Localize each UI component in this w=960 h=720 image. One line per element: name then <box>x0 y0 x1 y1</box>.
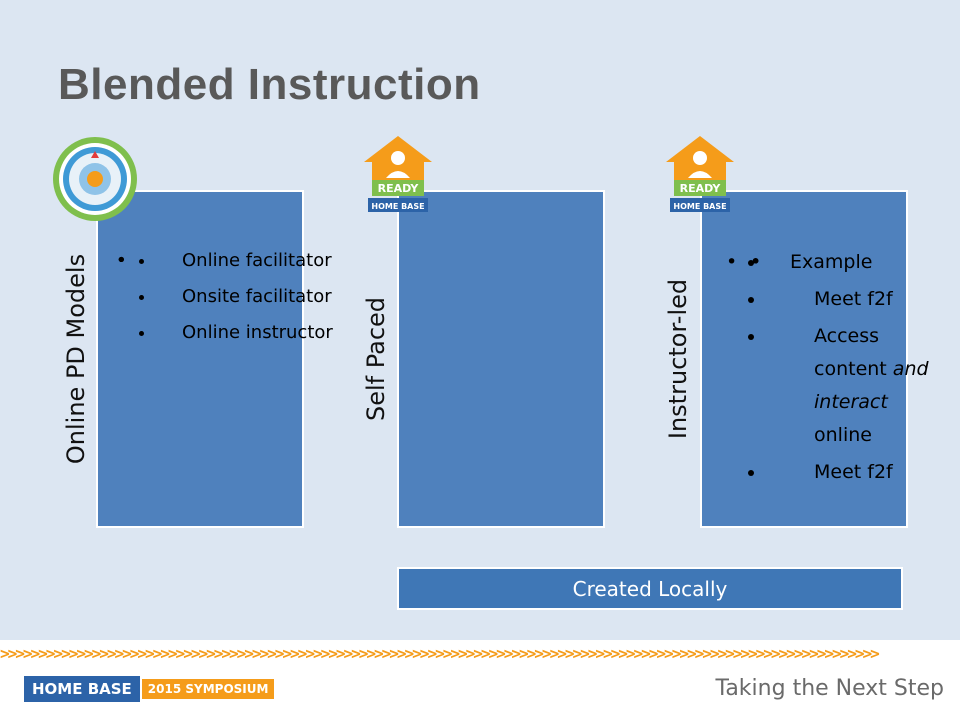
footer: >>>>>>>>>>>>>>>>>>>>>>>>>>>>>>>>>>>>>>>>… <box>0 640 960 720</box>
subitem-text: online <box>814 424 872 446</box>
column-label-text: Self Paced <box>362 296 391 422</box>
bullet-list-online-pd-models: Online facilitator Onsite facilitator On… <box>116 246 336 354</box>
subitem-text: Access content <box>814 325 887 380</box>
svg-text:READY: READY <box>680 182 722 195</box>
column-label-text: Online PD Models <box>62 253 90 465</box>
list-item: Online facilitator <box>156 246 336 276</box>
seal-logo-icon <box>53 137 137 221</box>
panel-self-paced <box>397 190 605 528</box>
bullet-list-instructor-led: Example Meet f2f Access content and inte… <box>726 246 936 489</box>
panel-online-pd-models <box>96 190 304 528</box>
svg-text:READY: READY <box>378 182 420 195</box>
column-label-text: Instructor-led <box>664 278 693 440</box>
list-subitem: Meet f2f <box>766 283 936 316</box>
list-subitem: Meet f2f <box>766 456 936 489</box>
svg-text:HOME BASE: HOME BASE <box>673 202 726 211</box>
subitem-italic-text: and <box>892 358 929 380</box>
tagline: Taking the Next Step <box>715 676 944 701</box>
created-locally-banner: Created Locally <box>397 567 903 610</box>
chevron-divider: >>>>>>>>>>>>>>>>>>>>>>>>>>>>>>>>>>>>>>>>… <box>0 644 880 660</box>
column-label-instructor-led: Instructor-led <box>648 190 708 528</box>
home-base-logo-text: HOME BASE <box>24 676 140 702</box>
subitem-italic-text: interact <box>814 391 888 413</box>
home-base-symposium-logo: HOME BASE 2015 SYMPOSIUM <box>24 676 275 702</box>
list-subitem: Access content and interact online <box>766 320 936 452</box>
ready-home-base-badge-icon: READY HOME BASE <box>364 136 432 212</box>
list-item: Example <box>766 246 936 279</box>
slide-title: Blended Instruction <box>58 60 481 109</box>
symposium-logo-text: 2015 SYMPOSIUM <box>141 679 275 699</box>
ready-home-base-badge-icon: READY HOME BASE <box>666 136 734 212</box>
list-item: Onsite facilitator <box>156 282 336 312</box>
list-item: Online instructor <box>156 318 336 348</box>
svg-text:HOME BASE: HOME BASE <box>371 202 424 211</box>
